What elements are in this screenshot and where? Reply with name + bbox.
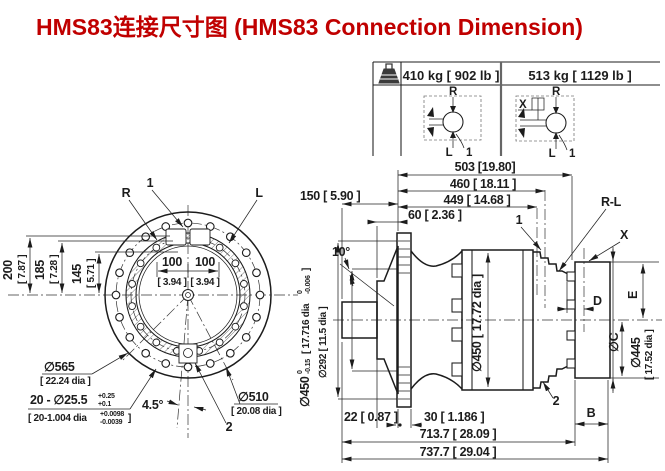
dim-445: ∅445 bbox=[629, 337, 643, 368]
dim-565-inch: [ 22.24 dia ] bbox=[40, 376, 91, 387]
dim-e: E bbox=[626, 291, 640, 299]
angle-4-5: 4.5° bbox=[142, 398, 163, 412]
shaft-rotation-icon bbox=[427, 107, 444, 137]
item-2-label: 2 bbox=[553, 394, 560, 408]
dim-c: ∅C bbox=[607, 332, 621, 352]
hydraulic-schematic-right: R L 1 X bbox=[515, 86, 576, 160]
svg-text:]: ] bbox=[301, 268, 312, 271]
dim-100-left-inch: [ 3.94 ] bbox=[157, 277, 186, 288]
dim-565: ∅565 bbox=[44, 360, 75, 374]
end-cap-keys bbox=[566, 271, 576, 369]
dim-145-inch: [ 5.71 ] bbox=[86, 259, 97, 288]
schematic-ref-label: 1 bbox=[466, 147, 473, 159]
bolt-spec: 20 - ∅25.5 bbox=[30, 393, 88, 407]
item-1-label: 1 bbox=[516, 213, 523, 227]
dim-445-inch: [ 17.52 dia ] bbox=[644, 329, 655, 380]
dim-22: 22 [ 0.87 ] bbox=[344, 410, 398, 424]
dim-292: ∅292 [ 11.5 dia ] bbox=[318, 307, 329, 378]
svg-text:-0.006: -0.006 bbox=[305, 275, 312, 294]
schematic-port-r-label: R bbox=[552, 86, 561, 98]
weight-value-1: 410 kg [ 902 lb ] bbox=[403, 68, 500, 83]
bolt-spec-inch-close: ] bbox=[128, 413, 131, 424]
dim-200-inch: [ 7.87 ] bbox=[17, 255, 28, 284]
schematic-x-port-label: X bbox=[519, 99, 527, 111]
dim-460: 460 [ 18.11 ] bbox=[450, 177, 516, 191]
dim-7377: 737.7 [ 29.04 ] bbox=[420, 445, 497, 459]
dim-30: 30 [ 1.186 ] bbox=[424, 410, 484, 424]
item-1-label: 1 bbox=[147, 176, 154, 190]
bolt-spec-inch-tol-up: +0.0098 bbox=[100, 411, 124, 418]
dim-d: D bbox=[593, 294, 602, 308]
mounting-flange bbox=[396, 232, 412, 408]
flange-hatch bbox=[398, 240, 410, 400]
schematic-port-l-label: L bbox=[446, 147, 453, 159]
bolt-spec-inch: [ 20-1.004 dia bbox=[28, 413, 87, 424]
top-port-feature bbox=[189, 228, 211, 246]
port-r-label: R bbox=[122, 186, 131, 200]
dim-b: B bbox=[587, 406, 596, 420]
dim-185: 185 bbox=[33, 260, 47, 280]
weight-icon bbox=[378, 63, 400, 84]
dim-450-pilot: ∅450 0 -0.15 [ 17.716 dia 0 -0.006 ] bbox=[297, 268, 312, 407]
svg-text:∅292 [ 11.5 dia ]: ∅292 [ 11.5 dia ] bbox=[318, 307, 329, 378]
dim-185-inch: [ 7.28 ] bbox=[49, 255, 60, 284]
motor-profile-top bbox=[533, 251, 576, 278]
page-title: HMS83连接尺寸图 (HMS83 Connection Dimension) bbox=[36, 14, 583, 40]
hydraulic-schematic-left: R L 1 bbox=[423, 86, 482, 159]
dim-450-housing: ∅450 [ 17.72 dia ] bbox=[470, 274, 484, 372]
dim-449: 449 [ 14.68 ] bbox=[444, 193, 511, 207]
svg-text:∅450 [ 17.72 dia ]: ∅450 [ 17.72 dia ] bbox=[470, 274, 484, 372]
dim-150: 150 [ 5.90 ] bbox=[300, 189, 360, 203]
bolt-spec-tol-dn: +0.1 bbox=[98, 401, 111, 408]
schematic-ref-label: 1 bbox=[569, 148, 576, 160]
dim-60: 60 [ 2.36 ] bbox=[408, 208, 462, 222]
schematic-port-l-label: L bbox=[549, 148, 556, 160]
shaft-rotation-icon bbox=[518, 108, 546, 138]
svg-text:[ 17.716 dia: [ 17.716 dia bbox=[301, 303, 312, 354]
svg-text:-0.15: -0.15 bbox=[305, 359, 312, 374]
dim-145: 145 bbox=[70, 264, 84, 284]
weight-table: 410 kg [ 902 lb ] 513 kg [ 1129 lb ] bbox=[372, 61, 660, 156]
dim-100-left: 100 bbox=[162, 255, 182, 269]
housing-bolts bbox=[451, 263, 463, 377]
dim-100-right-inch: [ 3.94 ] bbox=[190, 277, 219, 288]
gear-housing bbox=[461, 249, 534, 391]
dim-510: ∅510 bbox=[238, 390, 269, 404]
item-2-label: 2 bbox=[226, 420, 233, 434]
bolt-spec-tol-up: +0.25 bbox=[98, 393, 115, 400]
weight-value-2: 513 kg [ 1129 lb ] bbox=[528, 68, 631, 83]
port-l-label: L bbox=[255, 186, 263, 200]
angle-10: 10° bbox=[332, 245, 350, 259]
bolt-spec-inch-tol-dn: -0.0039 bbox=[100, 419, 123, 426]
dim-503: 503 [19.80] bbox=[455, 160, 516, 174]
port-x-label: X bbox=[620, 228, 629, 242]
outer-bolt-holes bbox=[111, 218, 265, 372]
motor-profile-bottom bbox=[533, 362, 576, 389]
dim-100-right: 100 bbox=[195, 255, 215, 269]
svg-text:0: 0 bbox=[297, 370, 304, 374]
side-view: 10° 503 [19.80] 460 [ 18.11 ] 449 [ 14.6… bbox=[297, 160, 662, 463]
svg-text:∅450: ∅450 bbox=[298, 376, 312, 407]
dim-510-inch: [ 20.08 dia ] bbox=[231, 406, 282, 417]
schematic-port-r-label: R bbox=[449, 86, 458, 98]
port-rl-label: R-L bbox=[601, 195, 622, 209]
end-cap bbox=[574, 261, 611, 379]
dim-7137: 713.7 [ 28.09 ] bbox=[420, 427, 497, 441]
top-port-feature bbox=[165, 228, 187, 246]
svg-text:0: 0 bbox=[297, 290, 304, 294]
dim-200: 200 bbox=[1, 260, 15, 280]
front-view: 200 [ 7.87 ] 185 [ 7.28 ] 145 [ 5.71 ] 1… bbox=[1, 176, 298, 438]
